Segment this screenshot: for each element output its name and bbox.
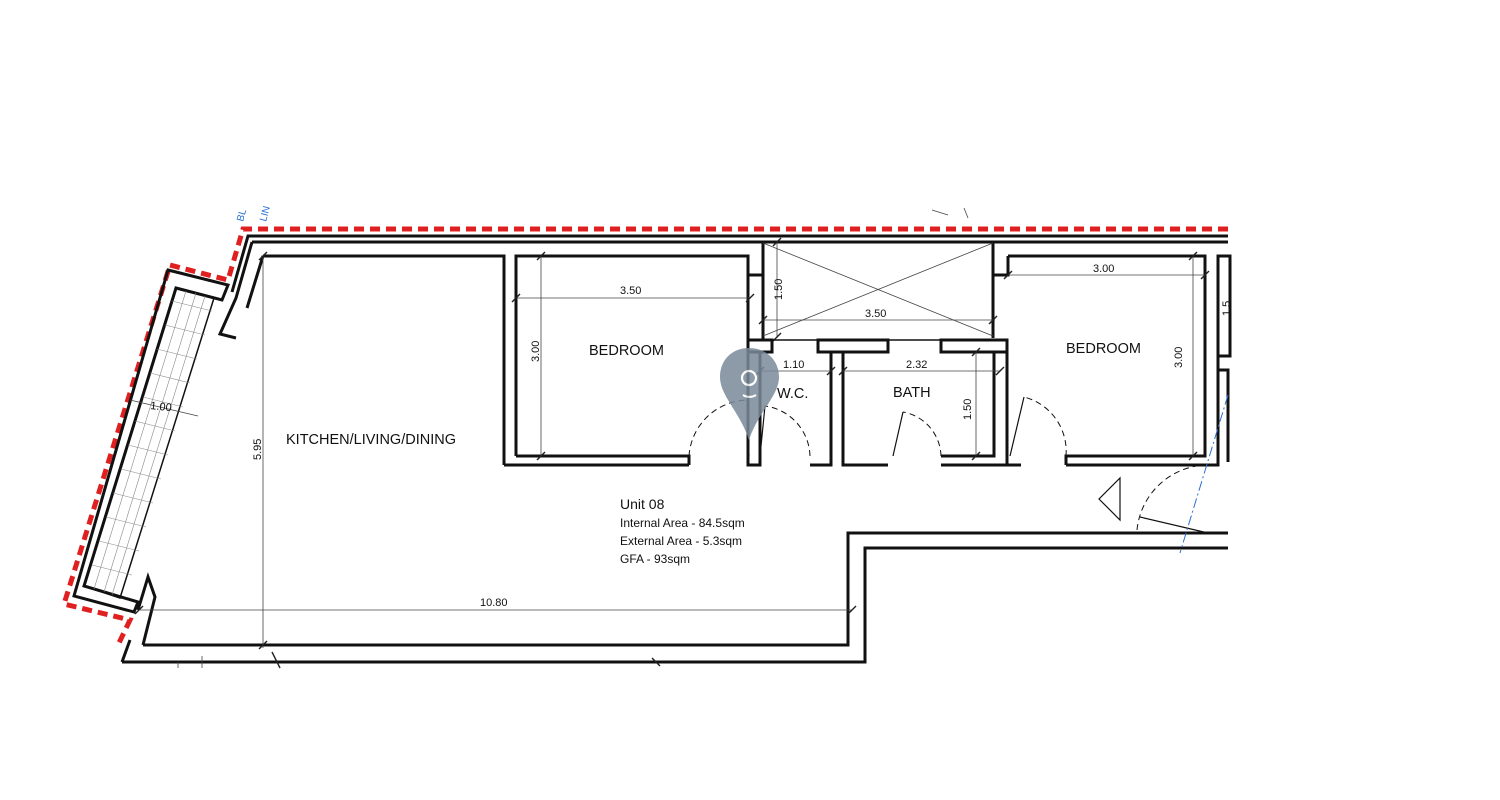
dim-bedroom1-width: 3.50 <box>620 285 641 297</box>
dim-bedroom1-height: 3.00 <box>530 341 542 362</box>
map-pin-icon[interactable] <box>720 348 779 440</box>
room-label-wc: W.C. <box>777 386 808 402</box>
dim-bedroom2-width: 3.00 <box>1093 263 1114 275</box>
unit-external-area: External Area - 5.3sqm <box>620 534 742 548</box>
outer-walls <box>120 234 1228 664</box>
room-label-kitchen: KITCHEN/LIVING/DINING <box>286 432 456 448</box>
dim-bath-height: 1.50 <box>962 399 974 420</box>
entrance-door <box>1136 464 1211 534</box>
dim-balcony-width: 1.00 <box>150 400 173 414</box>
dim-kitchen-height: 5.95 <box>252 439 264 460</box>
dim-bath-width: 2.32 <box>906 359 927 371</box>
kitchen-dimensions <box>134 251 857 650</box>
balcony: 1.00 <box>72 268 231 614</box>
dim-lobby-depth: 1.50 <box>773 279 785 300</box>
door-bath <box>892 411 942 457</box>
site-boundary-line <box>60 226 1228 647</box>
dim-wc-width: 1.10 <box>783 359 804 371</box>
unit-title: Unit 08 <box>620 496 665 512</box>
unit-gfa: GFA - 93sqm <box>620 552 690 566</box>
triangle-left-icon <box>1098 476 1121 522</box>
room-label-bedroom-2: BEDROOM <box>1066 341 1141 357</box>
building-line-label-b: LIN <box>258 205 273 223</box>
room-label-bath: BATH <box>893 385 931 401</box>
balcony-tiles <box>91 290 213 596</box>
dim-bedroom2-height: 3.00 <box>1173 347 1185 368</box>
unit-internal-area: Internal Area - 84.5sqm <box>620 516 745 530</box>
lobby-void <box>758 237 1010 342</box>
dim-lobby-width: 3.50 <box>865 308 886 320</box>
dim-overall-length: 10.80 <box>480 597 508 609</box>
door-wc <box>759 405 811 457</box>
edge-dimension-mark: 1.5 <box>1221 301 1233 316</box>
room-label-bedroom-1: BEDROOM <box>589 343 664 359</box>
building-line-label-a: BL <box>235 208 249 223</box>
bedroom-1-dimensions <box>511 251 755 461</box>
bedroom-2-dimensions <box>1003 251 1210 461</box>
building-line <box>1179 394 1229 554</box>
unit-info: Unit 08 Internal Area - 84.5sqm External… <box>620 496 745 566</box>
bedroom-2-walls <box>1007 254 1232 467</box>
grid-marks <box>177 207 969 669</box>
door-bedroom-2 <box>1009 396 1067 457</box>
